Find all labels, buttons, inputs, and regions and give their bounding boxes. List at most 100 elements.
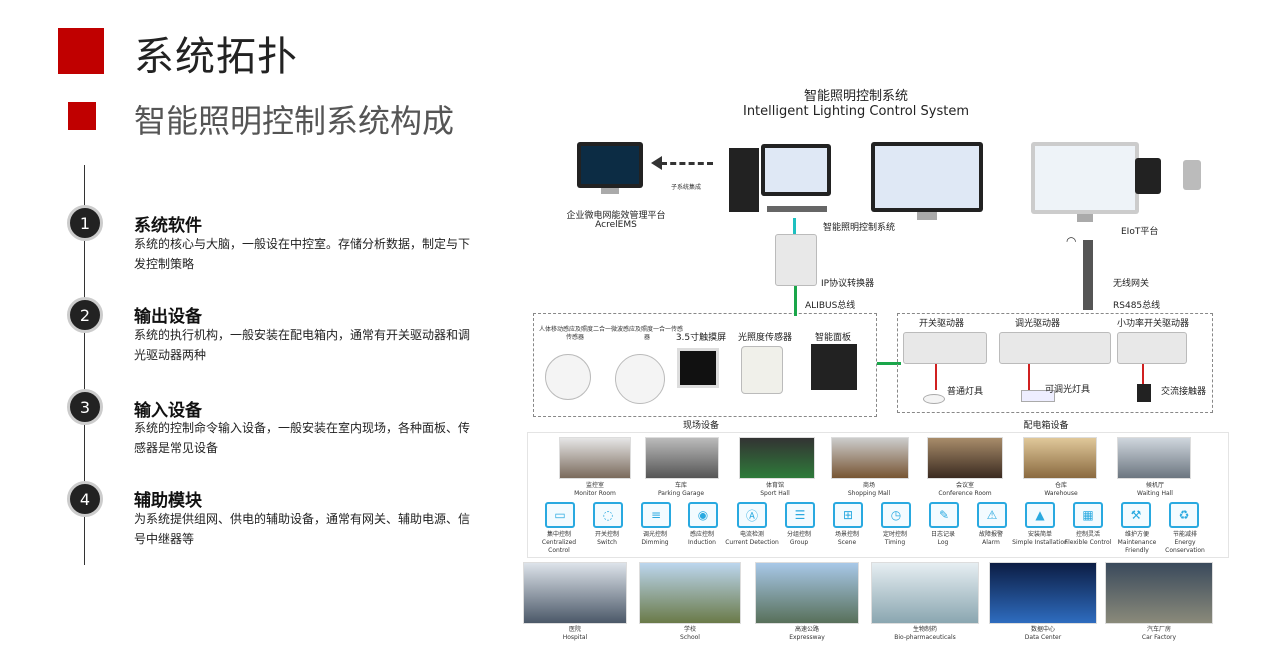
wireless-gateway-label: 无线网关 (1113, 279, 1150, 289)
load-3 (1137, 384, 1151, 402)
application-label-cn: 高速公路 (794, 626, 819, 633)
wifi-icon: ◠ (1066, 234, 1077, 248)
ammeter-icon: Ⓐ (737, 502, 767, 528)
central-monitor (871, 142, 983, 212)
scene-label-en: Monitor Room (574, 490, 616, 497)
application-label-cn: 医院 (568, 626, 581, 633)
scene-label-en: Parking Garage (657, 490, 705, 497)
function-label-cn: 集中控制 (546, 531, 571, 538)
server-tower (729, 148, 759, 212)
field-device-2-label: 微波感应及照度一合一传感器 (610, 326, 683, 341)
function-label-cn: 故障报警 (978, 531, 1003, 538)
function-label-en: Log (937, 539, 949, 546)
scene-photo (831, 437, 909, 479)
step-2-title: 输出设备 (134, 307, 202, 327)
field-device-5 (811, 344, 857, 390)
function-label-cn: 场景控制 (834, 531, 859, 538)
scene-label-cn: 会议室 (955, 482, 974, 489)
step-3-number: 3 (67, 389, 103, 425)
function-label-en: Switch (597, 539, 617, 546)
grid-icon: ⊞ (833, 502, 863, 528)
function-label-en: Group (789, 539, 809, 546)
scene-label-cn: 监控室 (585, 482, 604, 489)
field-device-5-label: 智能面板 (814, 333, 851, 343)
tools-icon: ⚒ (1121, 502, 1151, 528)
control-keyboard (767, 206, 827, 212)
central-monitor-stand (917, 212, 937, 220)
monitor-icon: ▭ (545, 502, 575, 528)
table-icon: ▦ (1073, 502, 1103, 528)
step-2-number: 2 (67, 297, 103, 333)
wireless-gateway (1083, 240, 1093, 310)
step-1-desc: 系统的核心与大脑，一般设在中控室。存储分析数据，制定与下发控制策略 (134, 237, 471, 271)
function-label-cn: 调光控制 (642, 531, 667, 538)
scene-label-en: Shopping Mall (847, 490, 891, 497)
scene-label-en: Conference Room (938, 490, 992, 497)
driver-1-label: 开关驱动器 (919, 319, 965, 329)
field-device-3-label: 3.5寸触摸屏 (675, 333, 727, 343)
load-1-label: 普通灯具 (947, 387, 984, 397)
function-label-en: Flexible Control (1064, 539, 1112, 546)
topology-diagram: 智能照明控制系统 Intelligent Lighting Control Sy… (521, 80, 1231, 652)
rs485-label: RS485总线 (1113, 301, 1161, 311)
scene-photo (1117, 437, 1191, 479)
function-label-cn: 开关控制 (594, 531, 619, 538)
application-label-cn: 数据中心 (1030, 626, 1055, 633)
function-label-en: Alarm (982, 539, 1000, 546)
application-photo (523, 562, 627, 624)
scene-label-cn: 体育馆 (765, 482, 784, 489)
function-label-cn: 控制灵活 (1075, 531, 1100, 538)
field-device-3 (677, 348, 719, 388)
scene-label-en: Warehouse (1044, 490, 1078, 497)
application-photo (1105, 562, 1213, 624)
application-label-en: Data Center (1024, 634, 1062, 641)
function-label-en: Timing (884, 539, 906, 546)
field-device-1 (545, 354, 591, 400)
application-label-en: School (680, 634, 700, 641)
field-devices-box (533, 313, 877, 417)
subsystem-arrow-head-icon (651, 156, 662, 170)
load-1 (923, 394, 945, 404)
driver-3 (1117, 332, 1187, 364)
function-label-cn: 维护方便 (1124, 531, 1149, 538)
function-label-en: Current Detection (725, 539, 779, 546)
step-4-number: 4 (67, 481, 103, 517)
scene-label-cn: 候机厅 (1145, 482, 1164, 489)
load-3-label: 交流接触器 (1161, 387, 1207, 397)
function-label-en: Scene (837, 539, 857, 546)
application-photo (639, 562, 741, 624)
driver-1 (903, 332, 987, 364)
field-to-box-line (877, 362, 901, 365)
function-label-cn: 电流检测 (739, 531, 764, 538)
field-device-2 (615, 354, 665, 404)
step-1-title: 系统软件 (134, 216, 202, 236)
function-label-cn: 感应控制 (689, 531, 714, 538)
recycle-icon: ♻ (1169, 502, 1199, 528)
log-icon: ✎ (929, 502, 959, 528)
step-2-desc: 系统的执行机构，一般安装在配电箱内，通常有开关驱动器和调光驱动器两种 (134, 328, 471, 362)
load-2-label: 可调光灯具 (1045, 385, 1091, 395)
function-label-cn: 分组控制 (786, 531, 811, 538)
field-devices-label: 现场设备 (682, 421, 719, 431)
ip-converter-label: IP协议转换器 (821, 279, 875, 289)
application-label-en: Car Factory (1141, 634, 1177, 641)
function-label-en: Simple Installation (1012, 539, 1068, 546)
application-photo (871, 562, 979, 624)
list-icon: ☰ (785, 502, 815, 528)
clock-icon: ◷ (881, 502, 911, 528)
application-label-en: Bio-pharmaceuticals (894, 634, 956, 641)
alarm-icon: ⚠ (977, 502, 1007, 528)
scene-photo (1023, 437, 1097, 479)
scenes-panel (527, 432, 1229, 558)
distribution-box-label: 配电箱设备 (1023, 421, 1069, 431)
driver-3-label: 小功率开关驱动器 (1117, 319, 1190, 329)
diagram-title-en: Intelligent Lighting Control System (742, 104, 969, 119)
step-4-desc: 为系统提供组网、供电的辅助设备，通常有网关、辅助电源、信号中继器等 (134, 512, 471, 546)
function-label-en: Centralized Control (541, 539, 577, 554)
application-label-cn: 生物制药 (912, 626, 937, 633)
triangle-icon: ▲ (1025, 502, 1055, 528)
eiot-monitor-stand (1077, 214, 1093, 222)
scene-photo (645, 437, 719, 479)
application-photo (755, 562, 859, 624)
driver-2 (999, 332, 1111, 364)
